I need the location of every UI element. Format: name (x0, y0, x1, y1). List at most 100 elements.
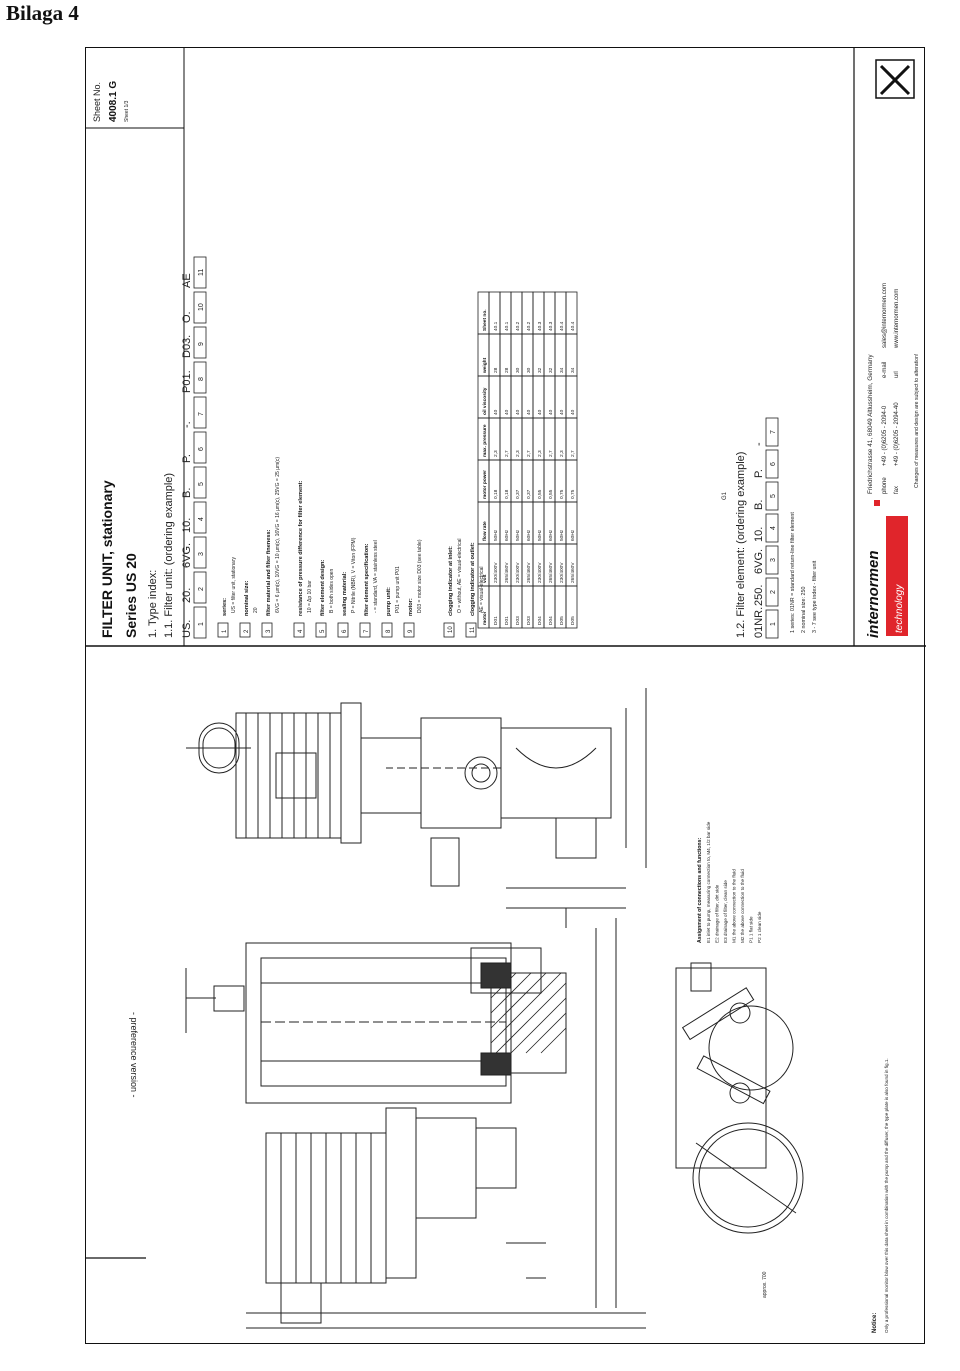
sheet-number: Sheet No. 4008.1 G Sheet 1/3 (92, 81, 130, 122)
motor-table-value: 40 (570, 409, 576, 415)
type-code-position: 11 (198, 269, 205, 276)
motor-table-value: D04 (548, 616, 554, 625)
motor-table-value: 265/460V (570, 562, 576, 583)
motor-table-value: 40 (559, 409, 565, 415)
type-code-position-box (193, 466, 207, 499)
motor-table-value: 230/400V (493, 562, 499, 583)
type-code-part: 10. (181, 518, 193, 533)
type-code-position: 2 (198, 587, 205, 591)
motor-table-value: 32 (537, 367, 543, 373)
motor-table-value: 230/400V (515, 562, 521, 583)
type-code-position-box (193, 606, 207, 639)
fe-code-position-box (765, 609, 779, 639)
email-label: e-mail (882, 362, 888, 378)
motor-table-value: 230/400V (537, 562, 543, 583)
type-code-position: 4 (198, 517, 205, 521)
type-code-position: 5 (198, 482, 205, 486)
motor-table-header: motor power (482, 470, 488, 499)
motor-table-value: 265/460V (526, 562, 532, 583)
notice-block: Notice: Only a professional monitor blow… (872, 1058, 889, 1333)
motor-table-value: 40.3 (548, 321, 554, 331)
sheet-canvas: G1 (86, 48, 926, 1333)
motor-table-value: D03 (515, 616, 521, 625)
motor-table-value: 60Hz (548, 529, 554, 541)
type-code-position-box (193, 396, 207, 429)
field-text: P = Nitrile (NBR), V = Viton (FPM) (351, 537, 357, 613)
assignment-item: E1 inlet to pump, measuring connection t… (706, 821, 711, 943)
field-text: 6VG = 6 µm(c), 10VG = 10 µm(c), 16VG = 1… (275, 457, 281, 613)
company-logo-mark (879, 64, 911, 96)
fe-code-position-box (765, 417, 779, 447)
assignment-item: M1 the above connection to the fluid (732, 869, 737, 943)
url-label: url (894, 371, 900, 378)
fe-code-part: 10. (753, 527, 765, 542)
field-name: clogging indicator at outlet: (470, 542, 476, 616)
field-number: 10 (448, 626, 454, 633)
assignment-item: E3 drainage of filter, clean side (723, 880, 728, 943)
motor-table-value: 265/460V (548, 562, 554, 583)
motor-table-value: 265/460V (504, 562, 510, 583)
type-code-position-box (193, 501, 207, 534)
type-code-position-box (193, 571, 207, 604)
motor-table-value: 40 (493, 409, 499, 415)
motor-table-value: 50Hz (493, 529, 499, 541)
fax: +49 - (0)6205 - 2094-40 (894, 402, 900, 466)
filter-element-heading: 1.2. Filter element: (ordering example) (735, 452, 747, 638)
motor-table-value: 40.2 (515, 321, 521, 331)
fe-code-part: 6VG. (753, 549, 765, 574)
motor-table-value: 2,3 (537, 450, 543, 457)
motor-table-value: D01 (504, 616, 510, 625)
type-code-position-box (193, 326, 207, 359)
field-number-box (315, 622, 327, 638)
url: www.internormen.com (894, 289, 900, 349)
fe-code-position: 3 (770, 558, 777, 562)
field-number-box (359, 622, 371, 638)
fe-line: 2 nominal size: 250 (801, 587, 807, 633)
field-number: 2 (244, 629, 250, 633)
brand-mark (874, 500, 880, 506)
fe-line: 3 - 7 see type index - filter unit (812, 560, 818, 633)
field-text: O = without, AE = visual-electrical (457, 539, 463, 613)
type-code-position-box (193, 256, 207, 289)
type-code-position: 10 (198, 303, 205, 311)
field-number-box (443, 622, 455, 638)
fe-code-position: 7 (770, 430, 777, 434)
motor-table-value: 2,7 (504, 450, 510, 457)
motor-table-value: 0,18 (493, 489, 499, 499)
field-name: filter element specification: (364, 543, 370, 616)
field-number-box (465, 622, 477, 638)
fe-code-position: 1 (770, 622, 777, 626)
motor-table-value: 2,3 (559, 450, 565, 457)
fe-code-part: 250. (753, 585, 765, 606)
motor-table-value: 40.4 (570, 321, 576, 331)
motor-table-value: 50Hz (537, 529, 543, 541)
field-number: 11 (470, 626, 476, 633)
fe-code-position-box (765, 577, 779, 607)
field-text: 10 = Δp 10 bar (307, 580, 313, 613)
field-number: 7 (364, 629, 370, 633)
motor-table-value: 0,18 (504, 489, 510, 499)
motor-table-value: 40.3 (537, 321, 543, 331)
motor-table-value: 40 (548, 409, 554, 415)
type-code-part: AE (181, 273, 193, 288)
motor-table-value: 60Hz (526, 529, 532, 541)
motor-table-value: D05 (570, 616, 576, 625)
type-code-part: O. (181, 311, 193, 323)
email: sales@internormen.com (882, 283, 888, 348)
address: Friedrichstrasse 41, 68049 Altlussheim, … (867, 354, 874, 494)
motor-table-value: 32 (548, 367, 554, 373)
changes-note: Changes of measures and design are subje… (914, 354, 920, 488)
field-text: US = filter unit, stationary (231, 557, 237, 613)
type-index-heading: 1. Type index: (147, 570, 159, 638)
type-code-position-box (193, 291, 207, 324)
motor-table-value: D03 (526, 616, 532, 625)
fe-code-position: 4 (770, 526, 777, 530)
motor-table-value: 0,37 (526, 489, 532, 499)
fe-code-position: 5 (770, 494, 777, 498)
dimension-label-base: approx. 700 (762, 1271, 768, 1298)
side-view-labels: G1 (722, 491, 728, 500)
field-text: - = standard, VA = stainless steel (373, 540, 379, 613)
fe-code-position: 6 (770, 462, 777, 466)
field-name: nominal size: (244, 580, 250, 616)
motor-table-value: 50Hz (559, 529, 565, 541)
